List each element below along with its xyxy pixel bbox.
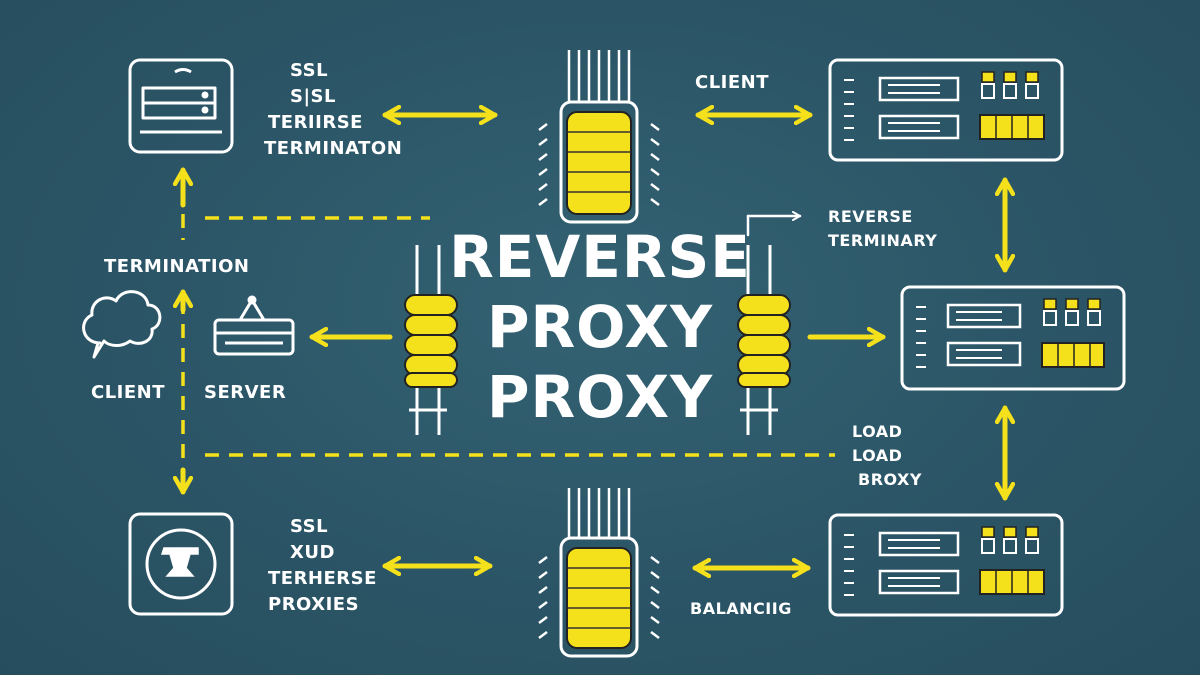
- label-top-left-line-2: S|SL: [290, 86, 336, 107]
- label-load-broxy: LOAD LOAD BROXY: [852, 420, 922, 492]
- network-server-icon: [828, 58, 1126, 617]
- server-tray-icon: [213, 295, 295, 356]
- label-bottom-left: SSL XUD TERHERSE PROXIES: [268, 514, 377, 618]
- yellow-arrows: [183, 115, 1005, 568]
- label-server: SERVER: [204, 382, 287, 403]
- label-bottom-left-line-3: TERHERSE: [268, 568, 377, 589]
- label-top-client: CLIENT: [695, 72, 770, 93]
- white-arrow: [746, 211, 802, 237]
- diagram-title: REVERSE PROXY PROXY: [400, 222, 800, 432]
- title-line-2: PROXY: [486, 293, 714, 361]
- speech-bubble-icon: [82, 290, 162, 359]
- label-load-line-3: BROXY: [858, 470, 922, 489]
- label-reverse-terminary: REVERSE TERMINARY: [828, 205, 937, 253]
- label-top-left: SSL S|SL TERIIRSE TERMINATON: [264, 58, 402, 162]
- title-line-3: PROXY: [486, 363, 714, 431]
- label-top-left-line-4: TERMINATON: [264, 138, 403, 159]
- label-balancing: BALANCIIG: [690, 599, 792, 618]
- label-reverse-terminary-line-1: REVERSE: [828, 207, 913, 226]
- label-bottom-left-line-1: SSL: [290, 516, 329, 537]
- label-load-line-1: LOAD: [852, 422, 903, 441]
- label-bottom-left-line-2: XUD: [290, 542, 335, 563]
- label-load-line-2: LOAD: [852, 446, 903, 465]
- label-client: CLIENT: [91, 382, 166, 403]
- shield-badge-icon: [128, 512, 234, 616]
- label-termination: TERMINATION: [104, 256, 250, 277]
- label-top-left-line-1: SSL: [290, 60, 329, 81]
- label-top-left-line-3: TERIIRSE: [268, 112, 363, 133]
- server-rack-icon: [128, 58, 234, 154]
- label-bottom-left-line-4: PROXIES: [268, 594, 360, 615]
- label-reverse-terminary-line-2: TERMINARY: [828, 231, 938, 250]
- title-line-1: REVERSE: [449, 223, 751, 291]
- database-cylinder-icon: [404, 50, 791, 658]
